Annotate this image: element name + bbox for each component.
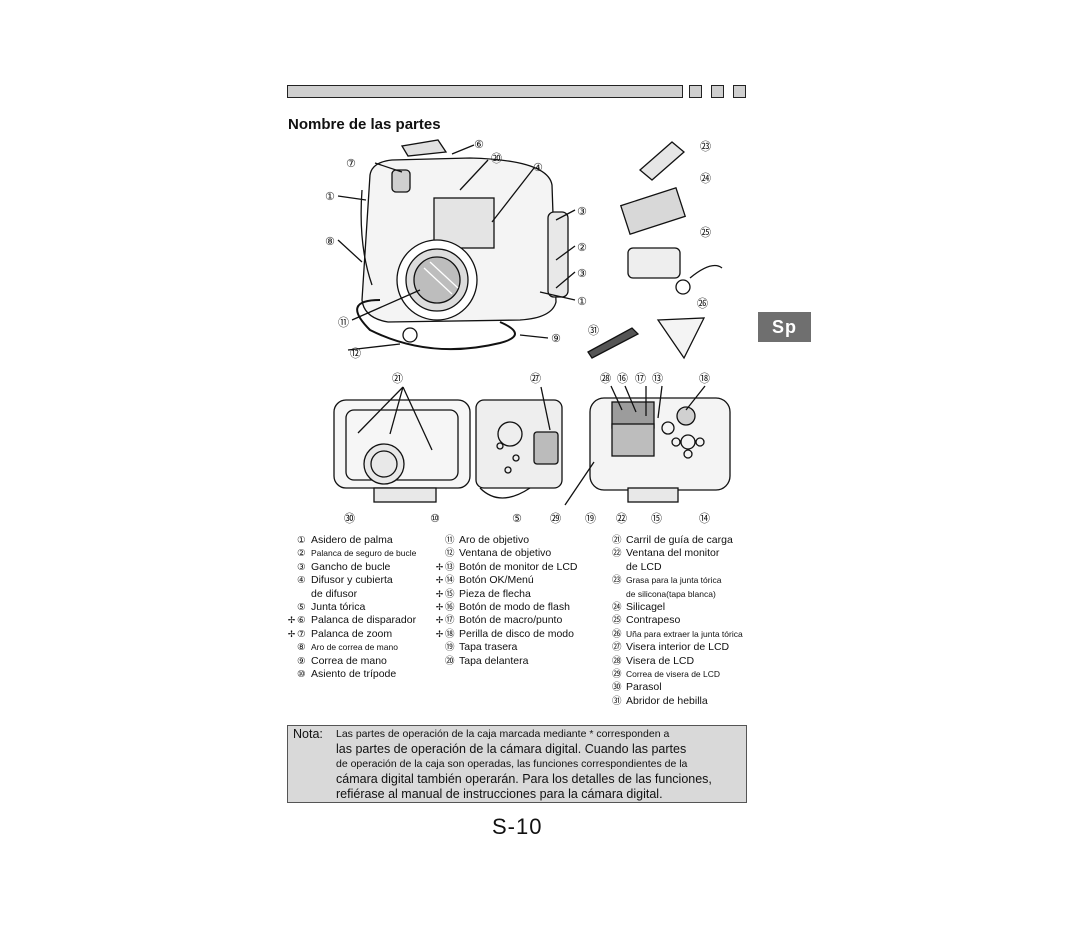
note-box: Nota: Las partes de operación de la caja… [287, 725, 747, 803]
svg-text:⑰: ⑰ [635, 372, 646, 385]
svg-text:⑦: ⑦ [346, 157, 356, 170]
accessories-illustration [587, 141, 723, 360]
language-tab: Sp [758, 312, 811, 342]
svg-text:④: ④ [533, 161, 543, 174]
svg-text:⑥: ⑥ [474, 138, 484, 151]
list-item-continuation: de LCD [626, 560, 662, 573]
svg-text:㉓: ㉓ [700, 140, 711, 153]
svg-text:㉖: ㉖ [697, 297, 708, 310]
svg-text:①: ① [325, 190, 335, 203]
svg-text:⑬: ⑬ [652, 372, 663, 385]
svg-text:①: ① [577, 295, 587, 308]
note-label: Nota: [293, 727, 323, 741]
list-item-continuation: de difusor [311, 587, 358, 600]
header-square [733, 85, 746, 98]
header-bar [287, 85, 683, 98]
header-square [689, 85, 702, 98]
svg-text:㉛: ㉛ [588, 324, 599, 337]
svg-text:㉕: ㉕ [700, 226, 711, 239]
svg-text:⑮: ⑮ [651, 512, 662, 525]
svg-text:⑧: ⑧ [325, 235, 335, 248]
svg-text:⑫: ⑫ [350, 347, 361, 360]
svg-text:⑱: ⑱ [699, 372, 710, 385]
housing-front-illustration [356, 139, 569, 351]
svg-text:⑪: ⑪ [338, 316, 349, 329]
svg-text:㉘: ㉘ [600, 372, 611, 385]
svg-text:㉚: ㉚ [344, 512, 355, 525]
svg-text:㉑: ㉑ [392, 372, 403, 385]
svg-text:③: ③ [577, 205, 587, 218]
page-number: S-10 [492, 814, 543, 839]
note-text: Las partes de operación de la caja marca… [336, 728, 712, 801]
svg-text:⑲: ⑲ [585, 512, 596, 525]
header-square [711, 85, 724, 98]
svg-text:㉙: ㉙ [550, 512, 561, 525]
svg-text:⑭: ⑭ [699, 512, 710, 525]
svg-text:⑩: ⑩ [430, 512, 440, 525]
svg-text:⑨: ⑨ [551, 332, 561, 345]
svg-text:㉗: ㉗ [530, 372, 541, 385]
svg-text:⑯: ⑯ [617, 372, 628, 385]
svg-text:③: ③ [577, 267, 587, 280]
svg-text:⑤: ⑤ [512, 512, 522, 525]
svg-text:⑳: ⑳ [491, 152, 502, 165]
section-title: Nombre de las partes [288, 116, 441, 133]
svg-text:㉔: ㉔ [700, 172, 711, 185]
svg-text:㉒: ㉒ [616, 512, 627, 525]
housing-back-illustration [564, 397, 731, 506]
housing-open-illustration [333, 399, 563, 503]
svg-text:②: ② [577, 241, 587, 254]
list-item-continuation: de silicona(tapa blanca) [626, 588, 716, 599]
